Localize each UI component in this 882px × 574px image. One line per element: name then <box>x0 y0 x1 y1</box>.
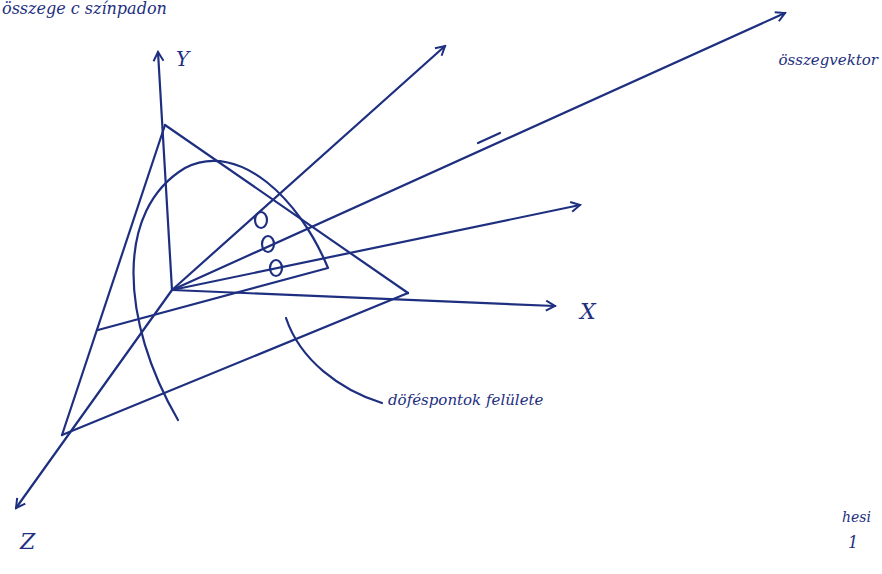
sketch-label: hesi <box>842 510 871 525</box>
sketch-label: összege c színpadon <box>2 0 167 18</box>
sketch-label: döféspontok felülete <box>388 392 543 409</box>
sketch-label: összegvektor <box>779 52 878 69</box>
sketch-label: Z <box>20 530 35 554</box>
sketch-label: 1 <box>848 534 858 552</box>
sketch-label: Y <box>176 48 189 70</box>
sketch-label: X <box>580 300 596 324</box>
